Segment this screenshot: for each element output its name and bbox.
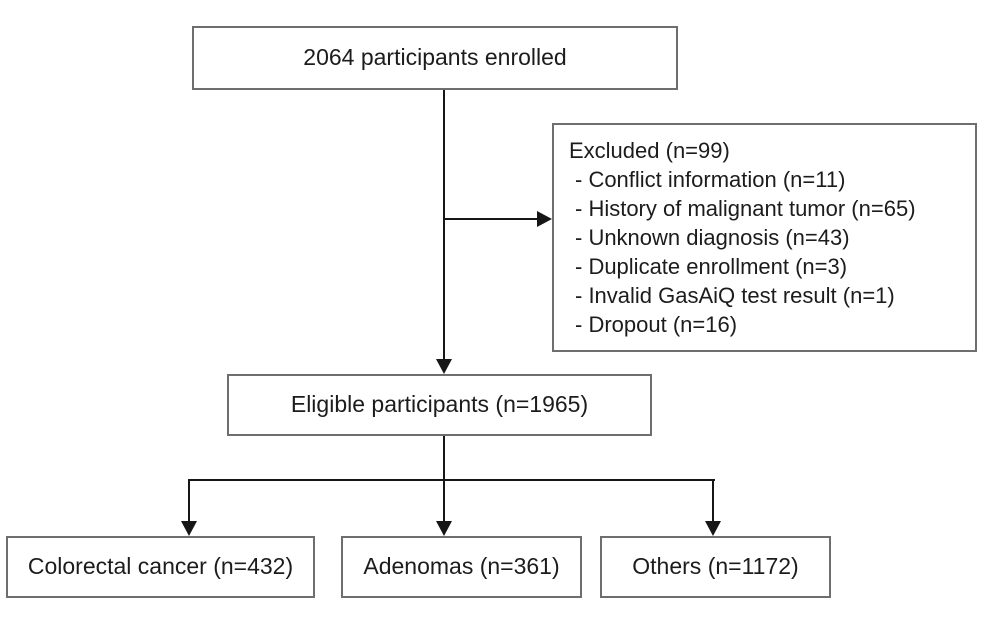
excluded-item: - Dropout (n=16) [575, 312, 738, 337]
node-excluded: Excluded (n=99) - Conflict information (… [552, 123, 977, 352]
node-adenomas: Adenomas (n=361) [341, 536, 582, 598]
excluded-item: - Invalid GasAiQ test result (n=1) [575, 283, 895, 308]
arrow-down-icon [436, 521, 452, 536]
excluded-title: Excluded (n=99) [569, 138, 730, 163]
node-others: Others (n=1172) [600, 536, 831, 598]
node-eligible: Eligible participants (n=1965) [227, 374, 652, 436]
connector-enrolled-to-eligible [443, 90, 445, 360]
arrow-right-icon [537, 211, 552, 227]
excluded-item: - Conflict information (n=11) [575, 167, 846, 192]
arrow-down-icon [436, 359, 452, 374]
connector-rail-to-colorectal [188, 479, 190, 522]
arrow-down-icon [181, 521, 197, 536]
excluded-item: - Unknown diagnosis (n=43) [575, 225, 850, 250]
excluded-item: - History of malignant tumor (n=65) [575, 196, 916, 221]
node-colorectal-cancer: Colorectal cancer (n=432) [6, 536, 315, 598]
excluded-item: - Duplicate enrollment (n=3) [575, 254, 848, 279]
connector-distribution-rail [188, 479, 715, 481]
node-enrolled: 2064 participants enrolled [192, 26, 678, 90]
arrow-down-icon [705, 521, 721, 536]
connector-branch-to-excluded [444, 218, 538, 220]
connector-rail-to-others [712, 479, 714, 522]
